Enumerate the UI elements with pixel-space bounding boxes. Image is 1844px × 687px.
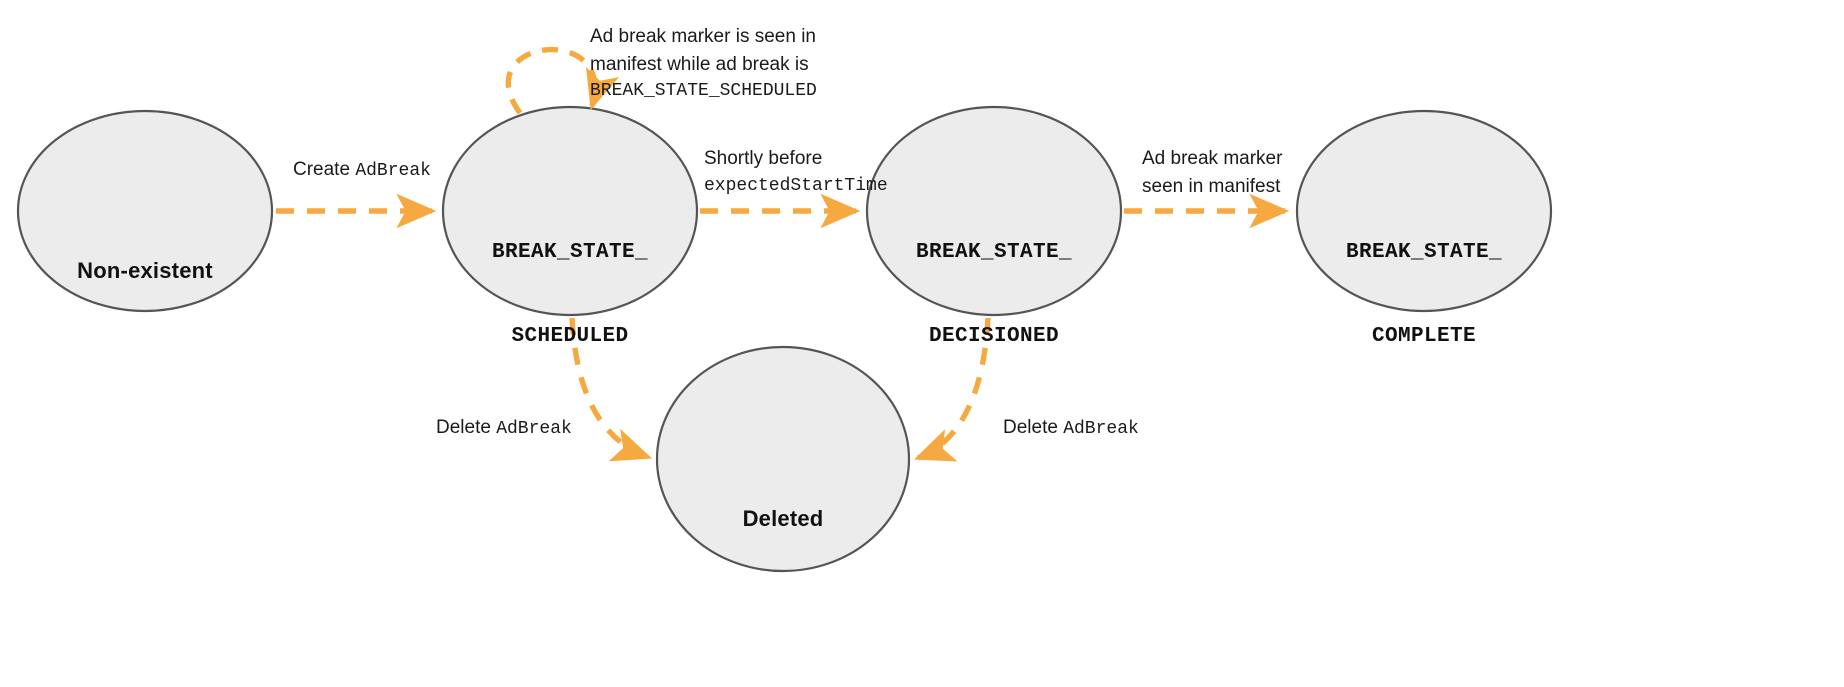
node-break-state-scheduled[interactable] <box>441 105 699 317</box>
edge-label-scheduled-to-decisioned: Shortly before expectedStartTime <box>704 145 888 199</box>
edge-label-text: Delete <box>1003 417 1064 438</box>
edge-label-code: AdBreak <box>1063 419 1139 439</box>
edge-label-scheduled-self-loop: Ad break marker is seen in manifest whil… <box>590 23 817 104</box>
edge-label-scheduled-to-deleted: Delete AdBreak <box>436 414 572 442</box>
edge-label-line: Ad break marker is seen in <box>590 26 816 47</box>
edge-label-text: Delete <box>436 417 497 438</box>
edge-decisioned-to-deleted <box>913 317 991 462</box>
node-deleted[interactable] <box>655 345 911 573</box>
edge-label-line: seen in manifest <box>1142 175 1281 197</box>
node-break-state-complete[interactable] <box>1295 109 1553 313</box>
edge-label-create-adbreak: Create AdBreak <box>293 156 431 184</box>
edge-label-decisioned-to-complete: Ad break marker seen in manifest <box>1142 145 1282 200</box>
edge-scheduled-self-loop <box>505 46 619 115</box>
edge-label-code: BREAK_STATE_SCHEDULED <box>590 81 817 102</box>
edge-label-decisioned-to-deleted: Delete AdBreak <box>1003 414 1139 442</box>
node-non-existent[interactable] <box>16 109 274 313</box>
edge-label-code: expectedStartTime <box>704 175 888 196</box>
node-break-state-decisioned[interactable] <box>865 105 1123 317</box>
edge-label-code: AdBreak <box>355 161 431 181</box>
edge-label-line: Ad break marker <box>1142 148 1283 169</box>
edge-label-code: AdBreak <box>496 419 572 439</box>
edge-label-line: manifest while ad break is <box>590 53 809 75</box>
edge-label-line: Shortly before <box>704 148 823 169</box>
edge-scheduled-to-deleted <box>569 317 653 462</box>
edge-label-text: Create <box>293 159 356 180</box>
